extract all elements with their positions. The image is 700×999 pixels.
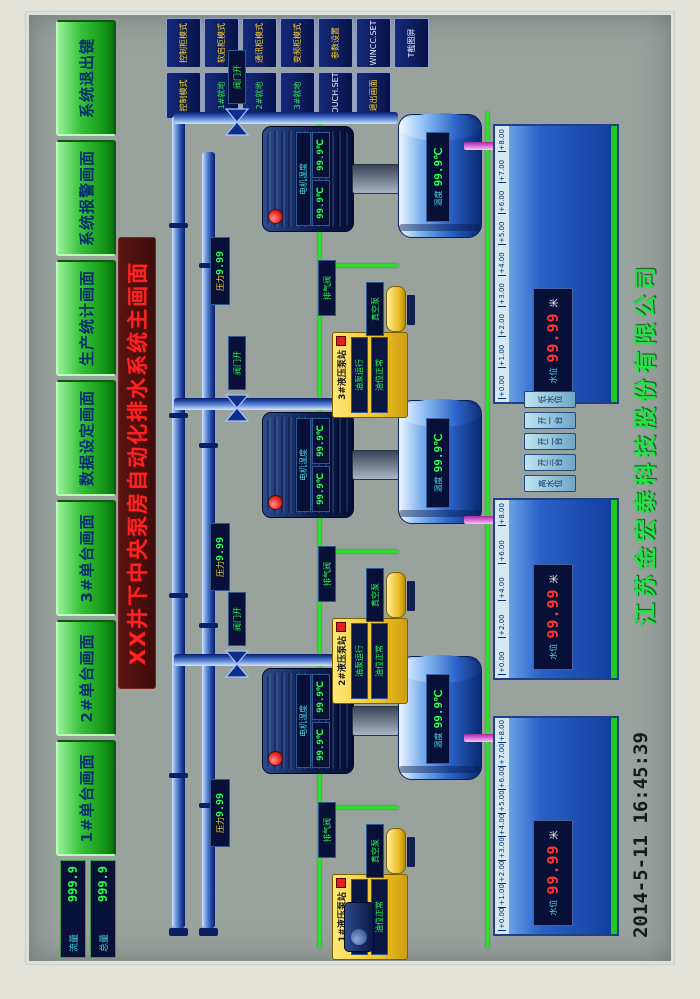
vacuum-pump-label: 真空泵: [366, 824, 384, 878]
valve-open-label: 阀门开: [228, 592, 246, 646]
level-setpoint-high[interactable]: 高水位: [524, 475, 576, 492]
valve-open-label: 阀门开: [228, 50, 246, 104]
motor-run-indicator: [268, 209, 283, 224]
motor-temp-display-1: 99.9℃: [312, 466, 330, 512]
motor-run-indicator: [268, 495, 283, 510]
level-scale: +0.00+1.00+2.00+3.00+4.00+5.00+6.00+7.00…: [495, 126, 509, 402]
valve-icon[interactable]: [224, 393, 254, 423]
coupling: [352, 164, 400, 194]
aux-pump-icon: [344, 902, 374, 952]
menu-button-unit2[interactable]: 2#单台画面: [56, 620, 116, 736]
sump-floor: [611, 126, 617, 402]
vacuum-pump-label: 真空泵: [366, 282, 384, 336]
discharge-pipe: [174, 112, 398, 124]
alarm-square-icon: [336, 622, 346, 632]
sump-water: 水位 99.99 米: [509, 126, 611, 402]
hydraulic-panel[interactable]: 2#液压泵站 油泵运行 油位正常: [332, 618, 408, 704]
vent-valve-label: 排气阀: [318, 260, 336, 316]
sump-tank-2: +0.00+2.00+4.00+6.00+8.00 水位 99.99 米: [493, 498, 619, 680]
sump-floor: [611, 500, 617, 678]
menu-button-production-stats[interactable]: 生产统计画面: [56, 260, 116, 376]
vacuum-pump-icon: [386, 572, 416, 618]
vent-valve-label: 排气阀: [318, 546, 336, 602]
photo-frame: 1#单台画面 2#单台画面 3#单台画面 数据设定画面 生产统计画面 系统报警画…: [26, 12, 674, 964]
level-setpoint-low[interactable]: 低水位: [524, 391, 576, 408]
valve-icon[interactable]: [224, 649, 254, 679]
sump-floor: [611, 718, 617, 934]
total-meter-label: 总量: [99, 933, 110, 952]
motor-run-indicator: [268, 751, 283, 766]
level-scale: +0.00+2.00+4.00+6.00+8.00: [495, 500, 509, 678]
level-setpoint-start1[interactable]: 开一台: [524, 412, 576, 429]
motor-temp-display-2: 99.9℃: [312, 418, 330, 464]
alarm-square-icon: [336, 878, 346, 888]
menu-button-data-setting[interactable]: 数据设定画面: [56, 380, 116, 496]
motor-temp-title: 电机温度: [296, 674, 311, 768]
flow-meter-value: 999.9: [66, 866, 80, 903]
hmi-screen: 1#单台画面 2#单台画面 3#单台画面 数据设定画面 生产统计画面 系统报警画…: [26, 12, 674, 964]
menu-button-unit1[interactable]: 1#单台画面: [56, 740, 116, 856]
alarm-square-icon: [336, 336, 346, 346]
motor-temp-display-2: 99.9℃: [312, 132, 330, 178]
level-setpoint-start3[interactable]: 开三台: [524, 454, 576, 471]
water-level-display: 水位 99.99 米: [533, 820, 573, 926]
total-meter: 总量 999.9: [90, 860, 116, 958]
valve-icon[interactable]: [224, 107, 254, 137]
valve-open-label: 阀门开: [228, 336, 246, 390]
flow-meter-label: 流量: [69, 933, 80, 952]
page-title: XX井下中央泵房自动化排水系统主画面: [118, 237, 156, 689]
motor-temp-display-1: 99.9℃: [312, 180, 330, 226]
vacuum-pump-icon: [386, 828, 416, 874]
sump-tank-3: +0.00+1.00+2.00+3.00+4.00+5.00+6.00+7.00…: [493, 124, 619, 404]
menu-button-system-exit[interactable]: 系统退出键: [56, 20, 116, 136]
company-name: 江苏金宏泰科技股份有限公司: [633, 262, 659, 626]
motor-temp-display-1: 99.9℃: [312, 722, 330, 768]
motor-temp-title: 电机温度: [296, 418, 311, 512]
sump-tank-1: +0.00+1.00+2.00+3.00+4.00+5.00+6.00+7.00…: [493, 716, 619, 936]
coupling: [352, 450, 400, 480]
water-level-display: 水位 99.99 米: [533, 564, 573, 670]
datetime-display: 2014-5-11 16:45:39: [630, 732, 652, 938]
sump-water: 水位 99.99 米: [509, 718, 611, 934]
vacuum-pump-label: 真空泵: [366, 568, 384, 622]
menu-button-system-alarm[interactable]: 系统报警画面: [56, 140, 116, 256]
motor-temp-title: 电机温度: [296, 132, 311, 226]
total-meter-value: 999.9: [96, 866, 110, 903]
flow-meter: 流量 999.9: [60, 860, 86, 958]
motor-temp-display-2: 99.9℃: [312, 674, 330, 720]
level-setpoint-start2[interactable]: 开二台: [524, 433, 576, 450]
level-setpoint-legend: 高水位 开三台 开二台 开一台 低水位: [524, 391, 576, 492]
water-level-display: 水位 99.99 米: [533, 288, 573, 394]
hydraulic-panel[interactable]: 3#液压泵站 油泵运行 油位正常: [332, 332, 408, 418]
level-scale: +0.00+1.00+2.00+3.00+4.00+5.00+6.00+7.00…: [495, 718, 509, 934]
sump-water: 水位 99.99 米: [509, 500, 611, 678]
vent-valve-label: 排气阀: [318, 802, 336, 858]
menu-button-unit3[interactable]: 3#单台画面: [56, 500, 116, 616]
vacuum-pump-icon: [386, 286, 416, 332]
